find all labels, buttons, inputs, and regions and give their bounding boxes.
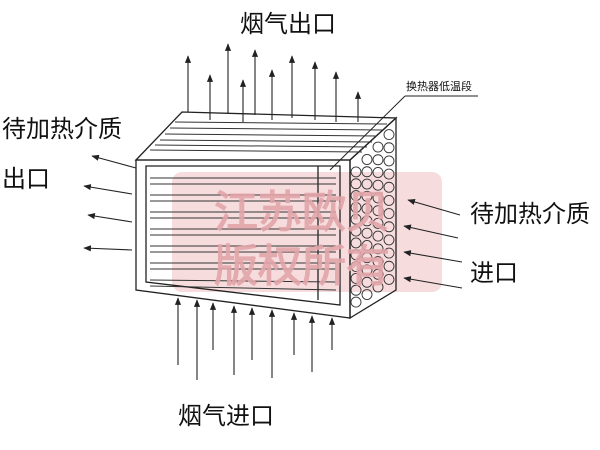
tube-end [383, 260, 395, 272]
tube-end [372, 256, 384, 267]
tube-end [372, 217, 384, 229]
tube-end [361, 215, 373, 227]
tube-end [383, 208, 395, 220]
tube-end [383, 181, 395, 193]
tube-end [350, 296, 362, 308]
tube-end [361, 227, 373, 239]
tube-end [372, 179, 384, 191]
tube-end [350, 272, 362, 284]
tube-end [361, 252, 373, 264]
tube-end [350, 225, 362, 237]
front-tubes [149, 177, 337, 291]
tube-end [361, 203, 373, 215]
tube-end [361, 178, 373, 190]
medium-inlet-label-line1: 待加热介质 [470, 200, 590, 228]
tube-end [372, 243, 384, 255]
tube-ends [350, 129, 395, 308]
tube-end [361, 190, 373, 202]
tube-end [350, 249, 362, 261]
tube-end [372, 268, 384, 280]
tube-end [383, 155, 395, 167]
flue-gas-outlet-label: 烟气出口 [240, 10, 336, 38]
tube-end [383, 129, 395, 141]
flue-gas-inlet-arrows [174, 297, 336, 380]
medium-outlet-label-line2: 出口 [2, 165, 50, 193]
tube-end [383, 247, 395, 259]
tube-end [350, 213, 362, 225]
tube-end [383, 234, 395, 246]
tube-end [350, 201, 362, 213]
tube-end [372, 230, 384, 242]
exchanger-body [134, 111, 398, 320]
top-tubes [149, 121, 388, 153]
tube-end [350, 178, 362, 190]
tube-end [361, 264, 373, 276]
low-temp-section-label: 换热器低温段 [406, 79, 472, 93]
tube-end [372, 141, 384, 153]
tube-end [383, 221, 395, 233]
tube-end [350, 261, 362, 273]
tube-end [361, 289, 373, 300]
tube-end [361, 239, 373, 251]
tube-end [372, 154, 384, 166]
tube-end [383, 142, 395, 154]
tube-end [383, 273, 395, 285]
tube-end [372, 167, 384, 178]
tube-end [361, 166, 373, 178]
tube-end [350, 284, 362, 296]
flue-gas-outlet-arrows [184, 43, 362, 122]
tube-end [372, 192, 384, 204]
medium-inlet-arrows [403, 198, 463, 289]
tube-end [372, 281, 384, 293]
medium-inlet-label-line2: 进口 [470, 259, 518, 287]
watermark-line1: 江苏欧贝 [214, 187, 390, 238]
tube-end [350, 190, 362, 202]
tube-end [383, 168, 395, 180]
low-temp-leader [329, 95, 478, 171]
tube-end [361, 276, 373, 288]
tube-end [372, 205, 384, 217]
tube-end [361, 154, 373, 165]
flue-gas-inlet-label: 烟气进口 [178, 402, 274, 430]
tube-end [383, 194, 395, 206]
tube-end [350, 237, 362, 249]
medium-outlet-label-line1: 待加热介质 [2, 115, 122, 143]
medium-outlet-arrows [83, 154, 137, 252]
tube-end [350, 166, 362, 178]
watermark-line2: 版权所有 [214, 241, 390, 292]
